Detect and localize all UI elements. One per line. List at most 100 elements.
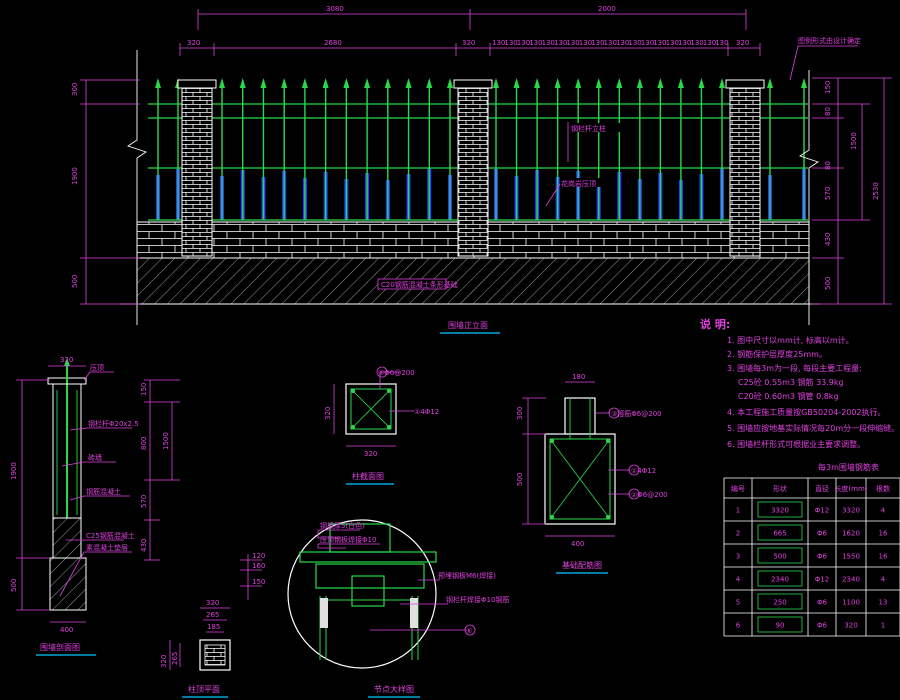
table-header-cell: 编号 (731, 484, 745, 493)
section-right-dim-570: 570 (140, 495, 148, 508)
design-notes: 说 明: 1. 图中尺寸以mm计, 标高以m计。 2. 钢筋保护层厚度25mm。… (700, 317, 899, 449)
table-title: 每3m围墙钢筋表 (818, 462, 879, 472)
picket-spear-tip (405, 78, 412, 88)
picket-spear-tip (719, 78, 725, 88)
section-label-rail: 钢栏杆Φ20x2.5 (88, 419, 139, 428)
detail-label-4: 钢栏杆焊接Φ10钢筋 (446, 595, 509, 604)
table-header-cell: 根数 (876, 484, 890, 493)
table-shape-sketch (757, 501, 803, 518)
right-dim-500: 500 (824, 277, 832, 290)
detail-dim-160: 160 (252, 562, 265, 570)
table-shape-cell: 2340 (771, 576, 789, 584)
column-height-dim: 320 (324, 407, 332, 420)
picket-spear-tip (657, 78, 664, 88)
note-line-1: 1. 图中尺寸以mm计, 标高以m计。 (727, 335, 854, 345)
plan-dim-185: 185 (207, 623, 220, 631)
footing-caption: 基础配筋图 (562, 560, 602, 570)
footing-left-dim-500: 500 (516, 473, 524, 486)
picket-spear-tip (384, 78, 391, 88)
footing-detail: 180 300 500 400 ③箍筋Φ6@200 ①4Φ12 ②Φ6@200 … (516, 373, 668, 574)
detail-cap-plate (299, 551, 437, 563)
spacing-label: 130 (616, 39, 629, 47)
picket-spear-tip (364, 78, 371, 88)
picket-spear-tip (322, 78, 329, 88)
detail-dim-120: 120 (252, 552, 265, 560)
section-base (52, 517, 82, 559)
table-cell: 13 (879, 599, 888, 607)
break-line-left (126, 50, 148, 325)
section-rebar (56, 390, 78, 515)
column-label-1: ①4Φ12 (414, 408, 439, 416)
section-label-cap: 压顶 (90, 364, 104, 372)
left-dim-300: 300 (71, 83, 79, 96)
table-shape-cell: 90 (776, 622, 785, 630)
picket-spear-tip (513, 78, 520, 88)
table-cell: 3 (736, 553, 740, 561)
top-dim-3080: 3080 (326, 5, 344, 13)
note-line-3: 3. 围墙每3m为一段, 每段主要工程量: (727, 363, 862, 373)
footing-rebars (550, 439, 610, 519)
picket-spear-tip (636, 78, 643, 88)
detail-mark-6 (464, 624, 476, 636)
picket-spear-tip (616, 78, 623, 88)
footing-left-dim-300: 300 (516, 407, 524, 420)
detail-wall-fill-right (410, 598, 418, 628)
picket-spear-tip (493, 78, 499, 88)
picket-spear-tip (219, 78, 225, 88)
spacing-label: 130 (641, 39, 654, 47)
inner-note-2-bg (560, 178, 612, 187)
table-cell: 1100 (842, 599, 860, 607)
table-shape-sketch (757, 570, 803, 587)
plan-outer (199, 639, 231, 671)
wall-section: 320 1900 500 400 150 800 570 430 1500 压顶… (10, 356, 180, 656)
foundation-label-box (377, 278, 447, 290)
pillar-cap-left (177, 79, 217, 89)
detail-leaders (240, 529, 466, 631)
footing-label-3: ③箍筋Φ6@200 (611, 409, 662, 418)
footing-stirrup (549, 438, 611, 520)
picket-spear-tip (698, 78, 705, 88)
pillar-cap-right (725, 79, 765, 89)
table-header-cell: 形状 (773, 484, 787, 493)
picket-spear-tip (595, 78, 602, 88)
left-dim-500: 500 (71, 275, 79, 288)
table-cell: 4 (881, 507, 886, 515)
picket-spear-tip (447, 78, 453, 88)
footing-label-1: ①4Φ12 (631, 467, 656, 475)
note-line-8: 6. 围墙栏杆形式可根据业主要求调整。 (727, 439, 865, 449)
table-cell: 4 (736, 576, 741, 584)
section-footing (49, 557, 87, 611)
table-cell: 5 (736, 599, 740, 607)
spacing-label: 130 (579, 39, 592, 47)
detail-inner-block (351, 575, 385, 607)
elevation-caption: 围墙正立面 (448, 320, 488, 330)
table-shape-sketch (757, 524, 803, 541)
elevation-top-dimensions (179, 9, 761, 56)
picket-spear-tip (575, 78, 582, 88)
elevation-left-dimensions (80, 79, 140, 305)
column-width-dim: 320 (364, 450, 377, 458)
footing-mark-1 (628, 464, 640, 476)
detail-caption: 节点大样图 (374, 684, 414, 694)
plan-caption: 柱顶平面 (188, 684, 220, 694)
spacing-label: 130 (542, 39, 555, 47)
inner-note-1-bg (570, 123, 622, 132)
footing-mark-3 (608, 407, 620, 419)
column-outline (345, 383, 397, 435)
column-cross (350, 388, 392, 430)
right-dim-80a: 80 (824, 107, 832, 116)
detail-label-2: 压顶钢板焊接Φ10 (320, 535, 376, 544)
picket-spear-tip (281, 78, 288, 88)
pillar-top-plan: 320 265 185 320 265 柱顶平面 (160, 599, 231, 698)
table-cell: 16 (879, 530, 888, 538)
picket-spear-tip (767, 78, 773, 88)
spacing-label: 130 (653, 39, 666, 47)
inner-note-2: 花岗岩压顶 (561, 179, 596, 188)
joint-detail: 钢板厚5(白色) 压顶钢板焊接Φ10 预埋钢板M6(焊接) 钢栏杆焊接Φ10钢筋… (240, 519, 509, 698)
section-bar-tip (64, 358, 70, 366)
spacing-label: 130 (690, 39, 703, 47)
spacing-label: 130 (678, 39, 691, 47)
plan-dim-265: 265 (206, 611, 219, 619)
table-cell: 320 (844, 622, 857, 630)
